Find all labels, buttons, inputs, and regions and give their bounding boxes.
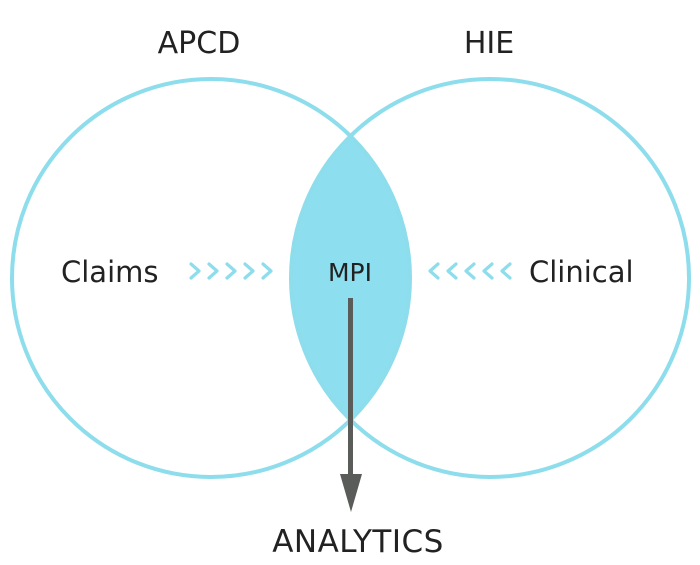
intersection-label: MPI (328, 258, 372, 287)
chevron-right-icon (225, 262, 237, 280)
set-title-left: APCD (158, 26, 241, 61)
chevron-right-icon (261, 262, 273, 280)
chevrons-right (189, 262, 273, 280)
chevron-left-icon (428, 262, 440, 280)
down-arrow-icon (340, 298, 362, 512)
set-title-right: HIE (464, 26, 514, 61)
set-label-right: Clinical (529, 255, 634, 289)
chevron-right-icon (243, 262, 255, 280)
set-label-left: Claims (61, 255, 159, 289)
chevron-left-icon (482, 262, 494, 280)
chevron-right-icon (189, 262, 201, 280)
output-label: ANALYTICS (272, 524, 444, 560)
chevrons-left (428, 262, 512, 280)
chevron-left-icon (500, 262, 512, 280)
arrow-head (340, 474, 362, 512)
set-circle-left (10, 77, 412, 479)
set-circle-right (289, 77, 691, 479)
chevron-left-icon (464, 262, 476, 280)
chevron-right-icon (207, 262, 219, 280)
chevron-left-icon (446, 262, 458, 280)
arrow-shaft (348, 298, 353, 478)
